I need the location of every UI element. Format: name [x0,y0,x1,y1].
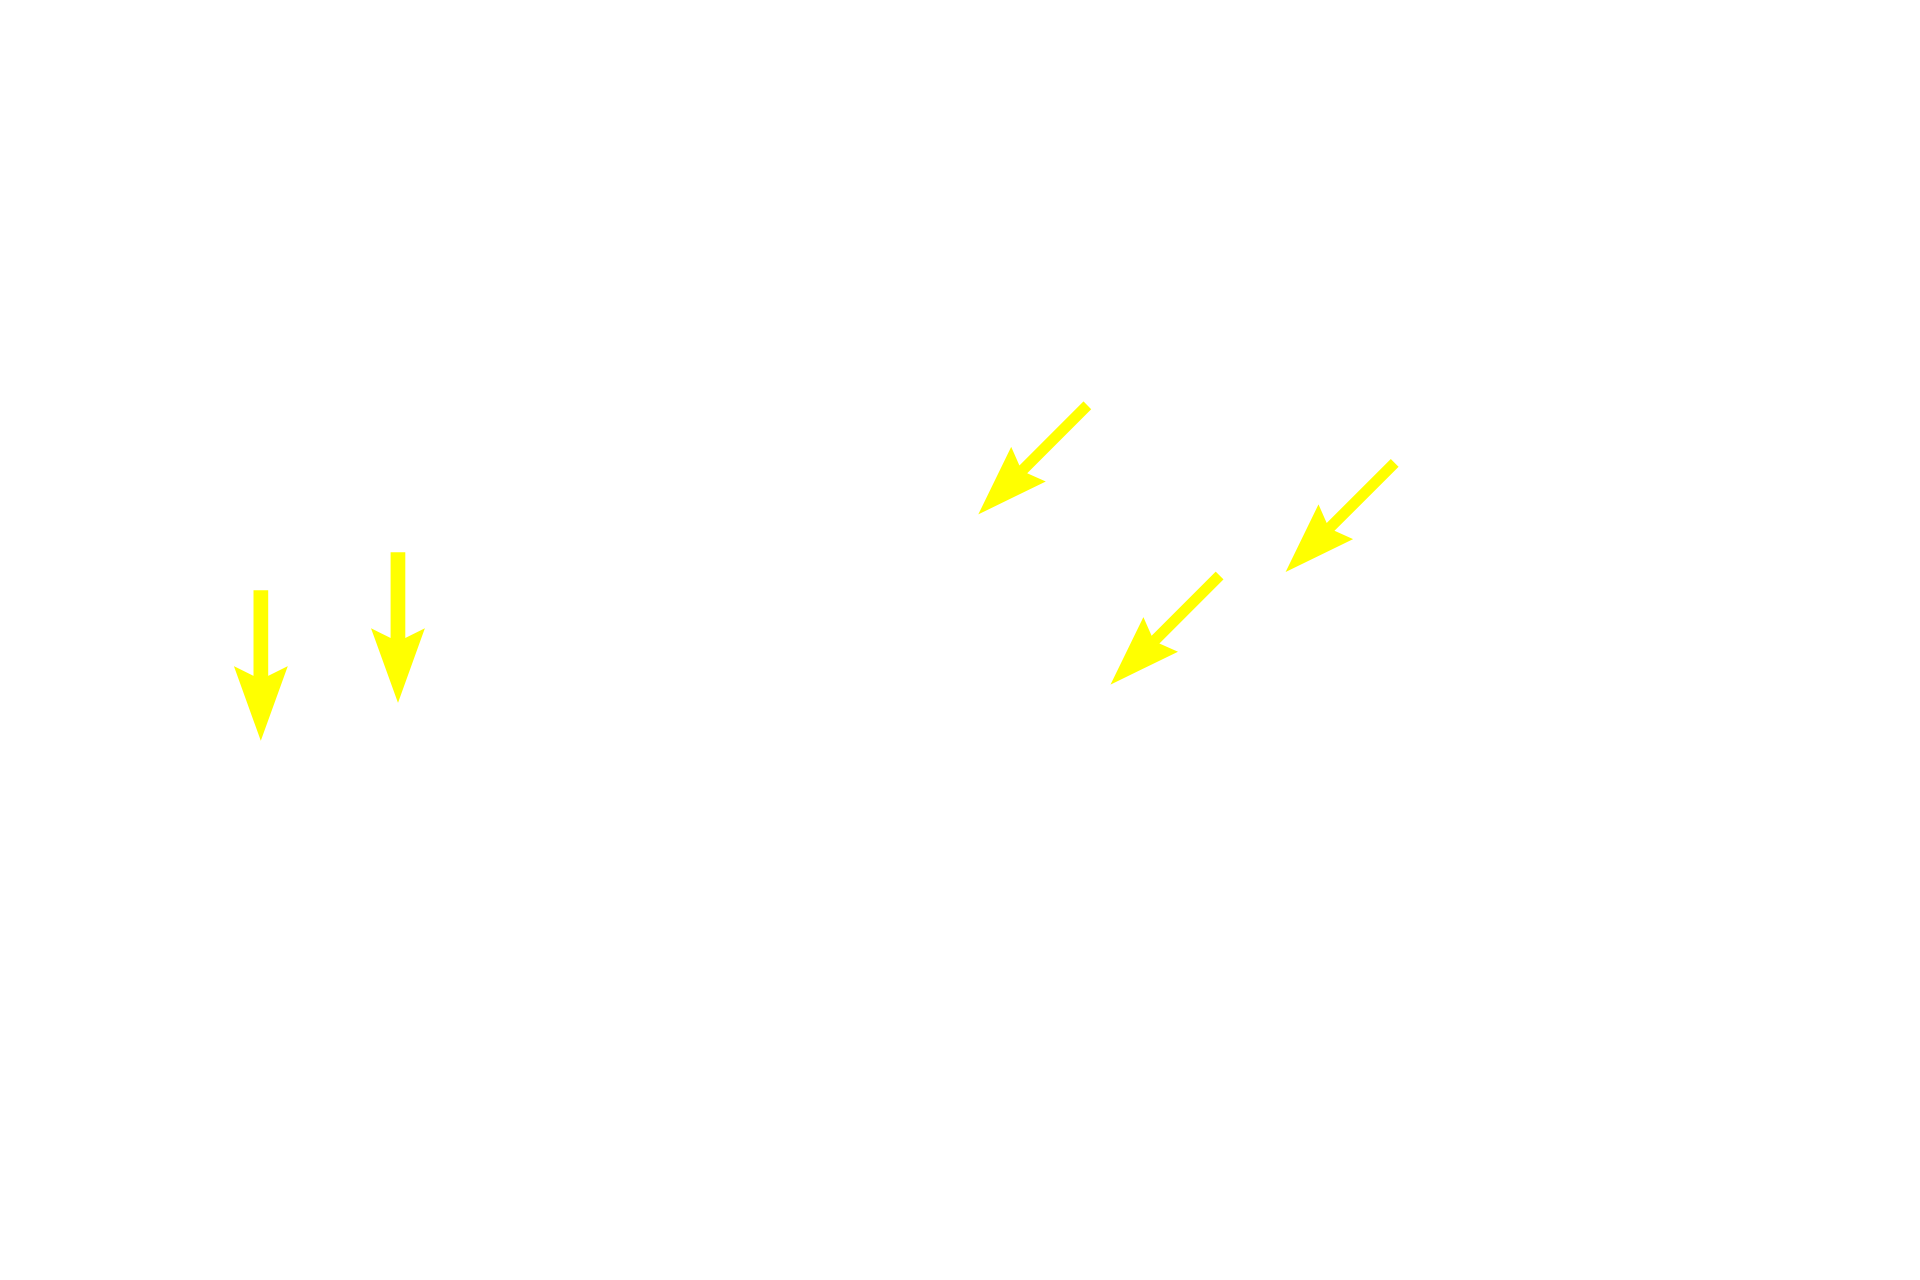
arrow-down-left-icon [1110,571,1224,685]
arrow-down-left-icon [978,401,1092,515]
arrow-down-left-icon [1285,459,1399,572]
arrow-down-icon [371,552,425,703]
arrow-down-icon [233,590,288,741]
